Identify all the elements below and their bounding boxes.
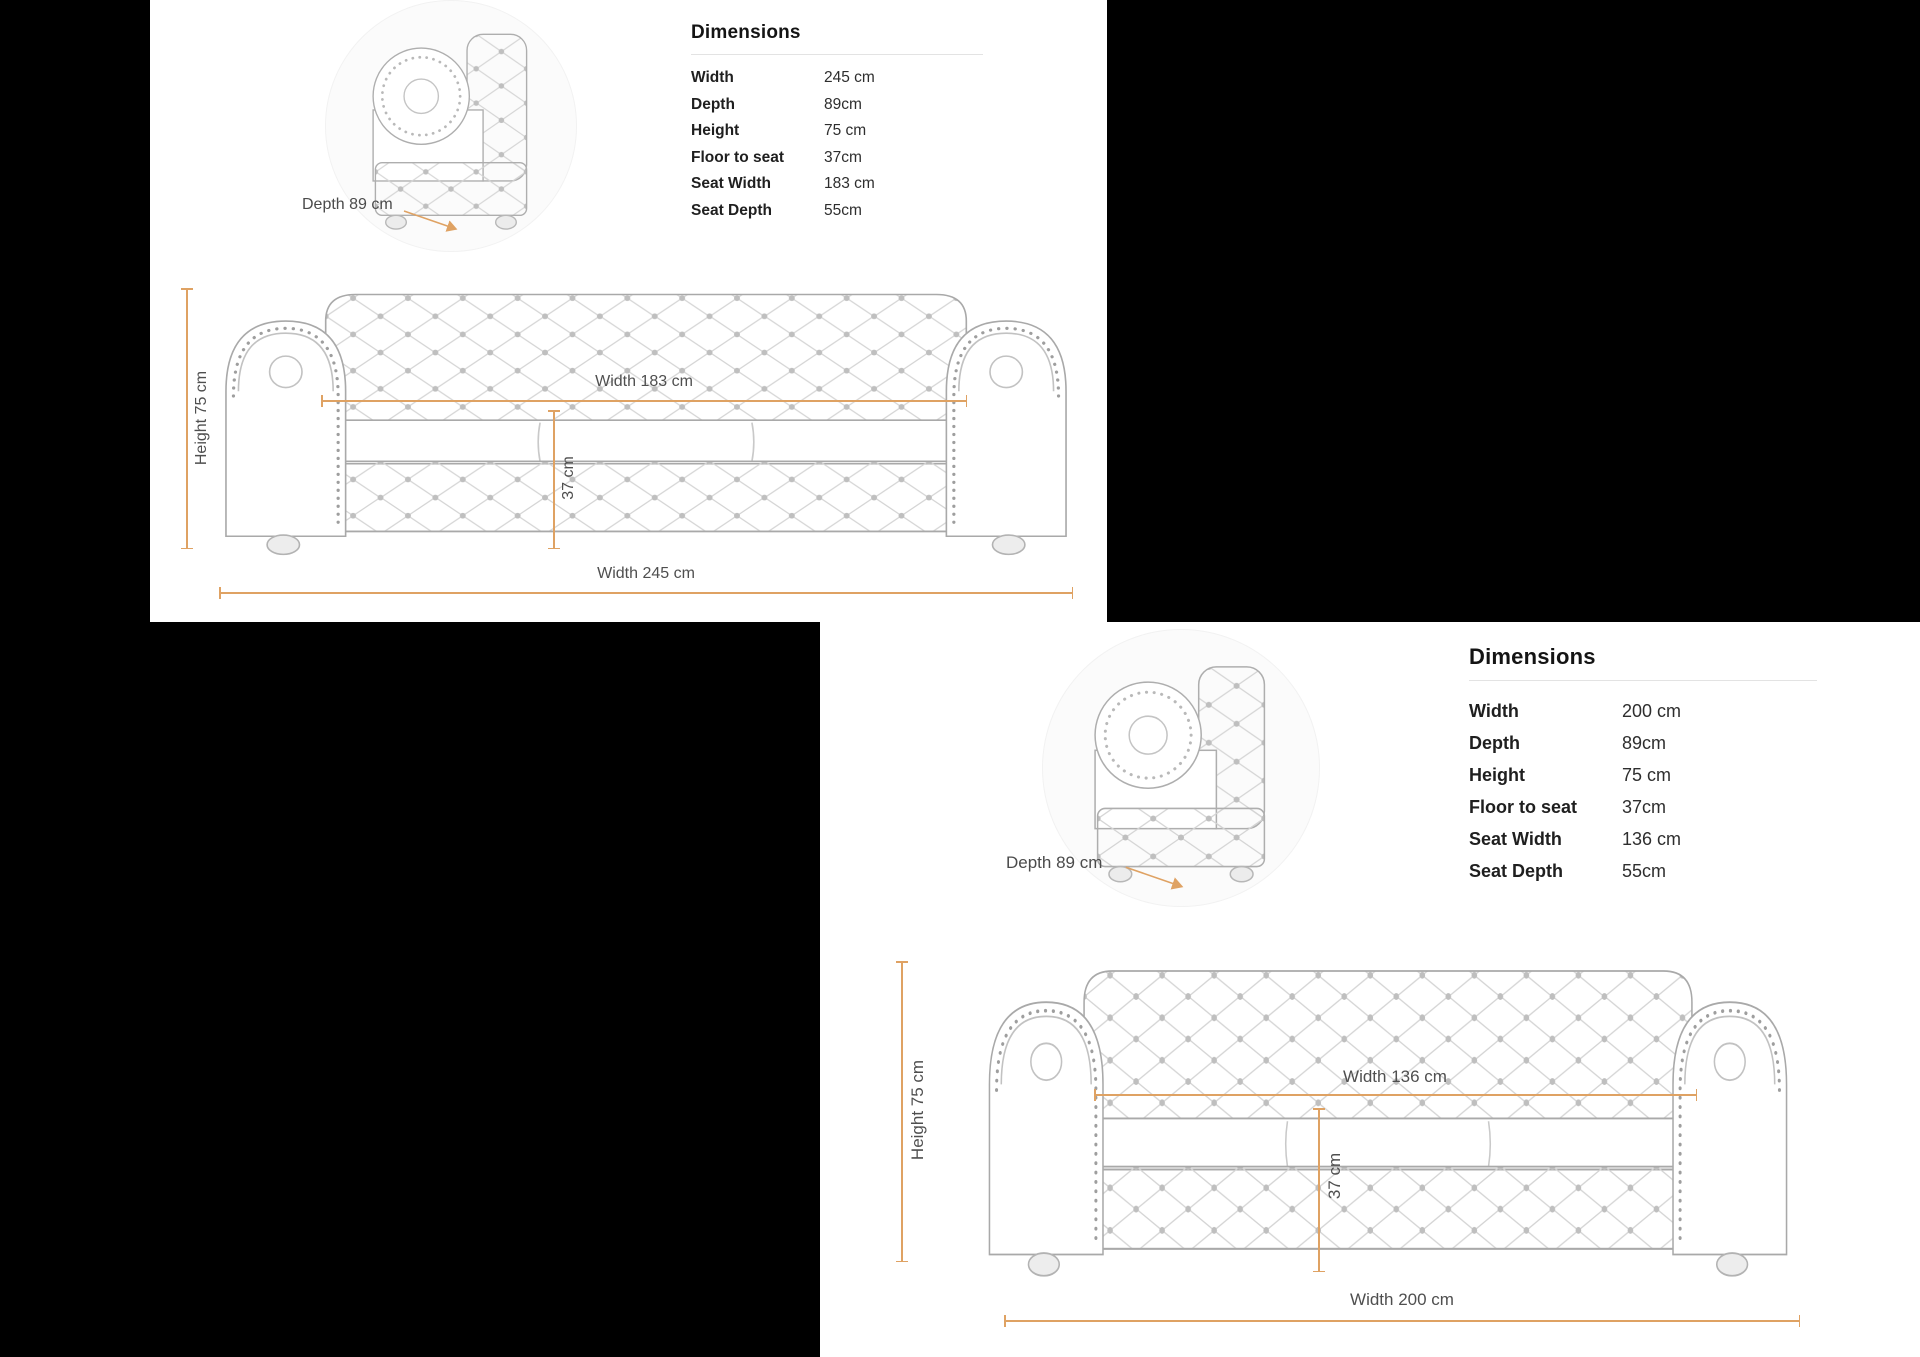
spec-row: Floor to seat 37cm bbox=[691, 149, 983, 176]
seat-width-annotation: Width 136 cm bbox=[1343, 1067, 1447, 1086]
overall-width-annotation: Width 200 cm bbox=[1350, 1290, 1454, 1309]
spec-label: Depth bbox=[691, 95, 735, 113]
spec-value: 200 cm bbox=[1622, 701, 1682, 721]
dimension-line-overall-width bbox=[1004, 1315, 1800, 1325]
spec-value: 37cm bbox=[1622, 797, 1667, 817]
spec-value: 55cm bbox=[1622, 861, 1667, 881]
dimension-line-floor-to-seat bbox=[548, 410, 558, 549]
spec-row: Depth 89cm bbox=[691, 96, 983, 123]
dimension-line-overall-width bbox=[219, 587, 1073, 597]
dimension-line-height bbox=[896, 961, 906, 1262]
depth-arrow-icon bbox=[1125, 866, 1184, 890]
divider bbox=[691, 54, 983, 55]
divider bbox=[1469, 680, 1817, 681]
spec-value: 55cm bbox=[824, 201, 862, 219]
dimensions-title: Dimensions bbox=[1469, 644, 1596, 669]
spec-value: 75 cm bbox=[1622, 765, 1672, 785]
sofa-side-photo bbox=[325, 0, 577, 252]
dimensions-title: Dimensions bbox=[691, 22, 801, 43]
spec-label: Depth bbox=[1469, 733, 1520, 753]
spec-row: Width 245 cm bbox=[691, 69, 983, 96]
overall-width-annotation: Width 245 cm bbox=[597, 565, 695, 582]
height-annotation: Height 75 cm bbox=[193, 370, 210, 466]
seat-width-annotation: Width 183 cm bbox=[595, 373, 693, 390]
spec-label: Seat Depth bbox=[1469, 861, 1564, 881]
depth-arrow-icon bbox=[403, 210, 458, 232]
spec-row: Width 200 cm bbox=[1469, 701, 1817, 733]
spec-value: 75 cm bbox=[824, 122, 867, 139]
spec-label: Seat Depth bbox=[691, 201, 772, 219]
spec-row: Seat Width 183 cm bbox=[691, 175, 983, 202]
dimension-line-seat-width bbox=[321, 395, 967, 405]
spec-value: 183 cm bbox=[824, 175, 875, 192]
dimensions-block: Dimensions Width 200 cm Depth 89cm Heigh… bbox=[1469, 644, 1817, 893]
dimension-line-height bbox=[181, 288, 191, 549]
depth-caption: Depth 89 cm bbox=[1006, 853, 1103, 872]
dimension-line-seat-width bbox=[1094, 1089, 1697, 1099]
spec-value: 136 cm bbox=[1622, 829, 1682, 849]
spec-table: Width 245 cm Depth 89cm Height 75 cm Flo… bbox=[691, 69, 983, 228]
spec-row: Seat Depth 55cm bbox=[1469, 861, 1817, 893]
spec-value: 89cm bbox=[1622, 733, 1667, 753]
spec-value: 37cm bbox=[824, 148, 862, 166]
spec-row: Height 75 cm bbox=[691, 122, 983, 149]
dimension-line-floor-to-seat bbox=[1313, 1108, 1323, 1272]
spec-label: Width bbox=[1469, 701, 1519, 721]
spec-value: 245 cm bbox=[824, 69, 875, 86]
sofa-side-photo bbox=[1042, 629, 1320, 907]
spec-label: Height bbox=[1469, 765, 1525, 785]
dimensions-block: Dimensions Width 245 cm Depth 89cm Heigh… bbox=[691, 22, 983, 228]
product-dimensions-panel-large: Depth 89 cm Dimensions Width 245 cm Dept… bbox=[150, 0, 1107, 622]
spec-table: Width 200 cm Depth 89cm Height 75 cm Flo… bbox=[1469, 701, 1817, 893]
sofa-side-illustration bbox=[326, 1, 576, 251]
product-dimensions-panel-small: Depth 89 cm Dimensions Width 200 cm Dept… bbox=[820, 622, 1920, 1357]
sofa-side-illustration bbox=[1043, 630, 1319, 906]
floor-to-seat-annotation: 37 cm bbox=[560, 456, 577, 500]
sofa-front-illustration bbox=[987, 970, 1789, 1277]
height-annotation: Height 75 cm bbox=[908, 1059, 927, 1161]
sofa-front-illustration bbox=[225, 293, 1068, 556]
spec-label: Seat Width bbox=[691, 175, 771, 192]
spec-row: Floor to seat 37cm bbox=[1469, 797, 1817, 829]
spec-label: Seat Width bbox=[1469, 829, 1562, 849]
spec-row: Seat Width 136 cm bbox=[1469, 829, 1817, 861]
spec-label: Floor to seat bbox=[1469, 797, 1578, 817]
spec-row: Seat Depth 55cm bbox=[691, 202, 983, 229]
spec-label: Height bbox=[691, 122, 740, 139]
spec-label: Floor to seat bbox=[691, 148, 785, 166]
spec-label: Width bbox=[691, 69, 734, 86]
spec-row: Depth 89cm bbox=[1469, 733, 1817, 765]
spec-row: Height 75 cm bbox=[1469, 765, 1817, 797]
floor-to-seat-annotation: 37 cm bbox=[1325, 1152, 1344, 1200]
depth-caption: Depth 89 cm bbox=[302, 196, 393, 213]
spec-value: 89cm bbox=[824, 95, 862, 113]
